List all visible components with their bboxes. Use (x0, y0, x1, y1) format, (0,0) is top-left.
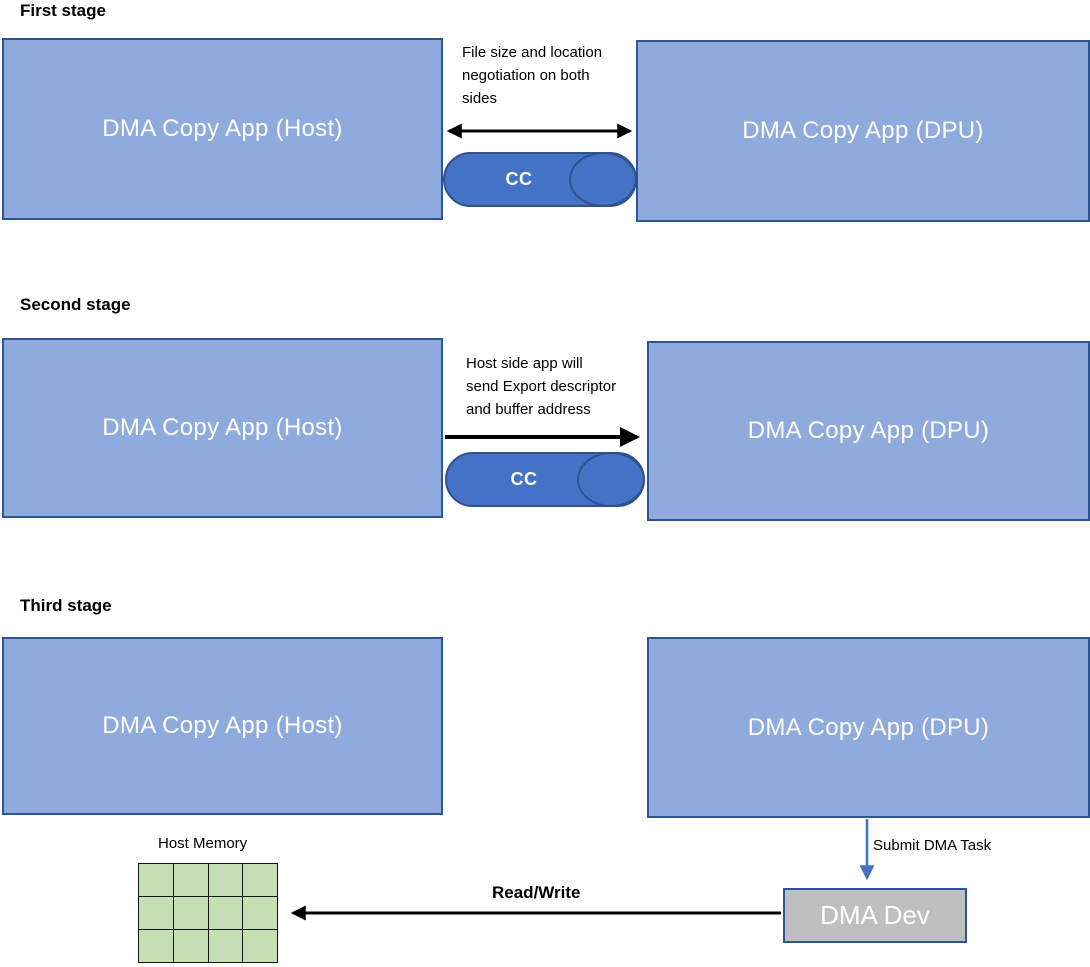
stage2-dpu-label: DMA Copy App (DPU) (747, 417, 990, 444)
stage3-host-label: DMA Copy App (Host) (102, 712, 343, 739)
stage2-annotation-line2: send Export descriptor (466, 378, 617, 395)
stage1-annotation: File size and location negotiation on bo… (462, 41, 632, 110)
stage1-annotation-line1: File size and location (462, 44, 603, 61)
submit-dma-task-label: Submit DMA Task (873, 837, 992, 854)
stage3-dpu-label: DMA Copy App (DPU) (747, 713, 990, 741)
stage2-host-box: DMA Copy App (Host) (2, 338, 443, 518)
stage3-dpu-box: DMA Copy App (DPU) (647, 637, 1090, 818)
stage1-dpu-box: DMA Copy App (DPU) (636, 40, 1090, 222)
memory-cell (139, 930, 174, 963)
stage2-annotation-line3: and buffer address (466, 401, 591, 418)
memory-cell (208, 864, 244, 897)
memory-cell (139, 897, 174, 930)
stage1-cc-circle-icon (569, 152, 637, 207)
stage2-cc-circle-icon (577, 452, 645, 507)
memory-cell (173, 930, 209, 963)
stage1-host-label: DMA Copy App (Host) (102, 115, 343, 142)
stage2-dpu-box: DMA Copy App (DPU) (647, 341, 1090, 521)
memory-cell (243, 930, 278, 963)
memory-cell (139, 864, 174, 897)
memory-cell (208, 897, 244, 930)
stage1-cc-label: CC (505, 169, 533, 189)
memory-cell (243, 864, 278, 897)
memory-cell (173, 897, 209, 930)
stage3-title: Third stage (20, 596, 112, 615)
stage2-title: Second stage (20, 295, 131, 314)
stage3-host-box: DMA Copy App (Host) (2, 637, 443, 815)
stage1-host-box: DMA Copy App (Host) (2, 38, 443, 220)
memory-cell (243, 897, 278, 930)
stage1-title: First stage (20, 1, 106, 20)
stage2-cc-label: CC (510, 469, 538, 489)
stage2-host-label: DMA Copy App (Host) (102, 414, 343, 441)
stage1-annotation-line2: negotiation on both (462, 67, 590, 84)
memory-cell (173, 864, 209, 897)
stage2-annotation: Host side app will send Export descripto… (466, 352, 656, 421)
stage1-annotation-line3: sides (462, 90, 498, 107)
host-memory-grid (138, 863, 278, 963)
host-memory-label: Host Memory (158, 835, 248, 852)
stage1-cc-channel: CC (443, 152, 637, 207)
dma-dev-label: DMA Dev (820, 900, 930, 930)
stage1-dpu-label: DMA Copy App (DPU) (742, 117, 984, 144)
dma-dev-box: DMA Dev (783, 888, 967, 943)
stage2-annotation-line1: Host side app will (466, 355, 583, 372)
stage2-cc-channel: CC (445, 452, 645, 507)
read-write-label: Read/Write (492, 883, 581, 902)
memory-cell (208, 930, 244, 963)
